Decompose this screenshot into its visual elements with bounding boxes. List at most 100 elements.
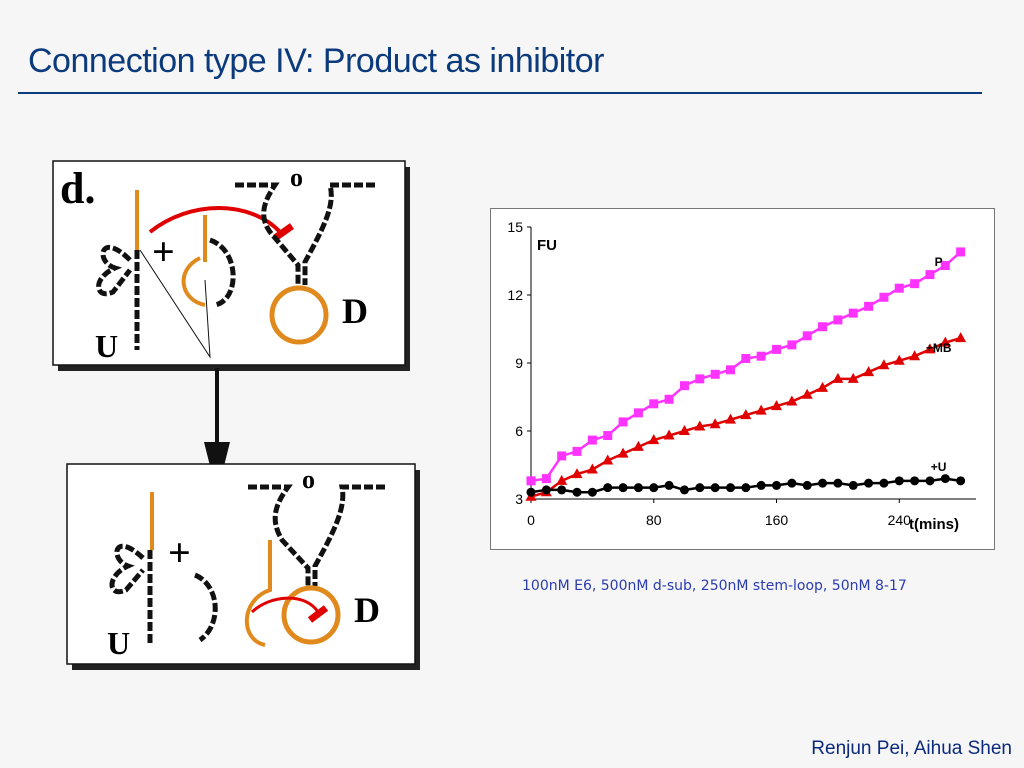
data-point (756, 351, 766, 361)
data-point (909, 350, 921, 361)
title-divider (18, 92, 982, 94)
data-point (725, 365, 735, 375)
data-point (724, 413, 736, 424)
series-label: P (935, 255, 943, 269)
o-label-bottom: o (302, 465, 315, 494)
data-point (679, 485, 689, 495)
data-point (603, 483, 613, 493)
data-point (695, 483, 705, 493)
data-point (802, 331, 812, 341)
u-molecule-bottom (109, 543, 153, 645)
data-point (587, 435, 597, 445)
u-label-bottom: U (107, 625, 130, 661)
data-point (802, 480, 812, 490)
data-point (864, 478, 874, 488)
data-point (678, 425, 690, 435)
data-point (617, 447, 629, 458)
data-point (817, 381, 829, 392)
series-label: +U (931, 460, 947, 474)
data-point (755, 404, 767, 415)
pointer-lines (139, 249, 211, 359)
data-point (772, 480, 782, 490)
data-point (925, 270, 935, 280)
d-label-bottom: D (354, 590, 380, 630)
data-point (679, 381, 689, 391)
data-point (648, 434, 660, 445)
slide-title: Connection type IV: Product as inhibitor (28, 42, 604, 80)
chart-axes (530, 227, 976, 500)
data-point (526, 487, 536, 497)
y-tick-label: 3 (515, 491, 523, 507)
data-point (618, 417, 628, 427)
x-tick-label: 160 (765, 512, 789, 528)
data-point (557, 485, 567, 495)
data-point (864, 301, 874, 311)
x-tick-label: 240 (888, 512, 912, 528)
x-tick-label: 80 (646, 512, 662, 528)
u-label-top: U (95, 328, 118, 364)
y-tick-label: 15 (507, 219, 523, 235)
authors: Renjun Pei, Aihua Shen (811, 738, 1012, 759)
data-point (633, 483, 643, 493)
d-ring-bottom (281, 585, 341, 645)
u-molecule-top (96, 244, 140, 350)
data-point (664, 394, 674, 404)
data-point (956, 476, 966, 486)
cleavage-site-bottom (307, 605, 329, 623)
data-point (649, 399, 659, 409)
data-point (756, 480, 766, 490)
data-point (833, 315, 843, 325)
y-tick-label: 9 (515, 355, 523, 371)
data-point (832, 372, 844, 383)
data-point (879, 478, 889, 488)
data-point (879, 292, 889, 302)
data-point (694, 420, 706, 431)
data-point (848, 480, 858, 490)
data-point (557, 451, 567, 461)
inhibitor-loop-top (181, 256, 206, 307)
data-point (925, 476, 935, 486)
data-point (894, 476, 904, 486)
data-point (602, 454, 614, 465)
panel-label: d. (60, 164, 95, 213)
data-point (556, 474, 568, 485)
d-molecule-bottom (248, 484, 385, 588)
data-point (910, 279, 920, 289)
stem-loop-top (208, 237, 236, 308)
o-label-top: o (290, 163, 303, 192)
data-point (956, 247, 966, 257)
chart-caption: 100nM E6, 500nM d-sub, 250nM stem-loop, … (522, 578, 907, 594)
data-point (618, 483, 628, 493)
data-point (878, 359, 890, 370)
inhibitor-strand-bottom (244, 540, 272, 647)
data-point (801, 388, 813, 399)
data-point (725, 483, 735, 493)
plus-bottom: + (168, 530, 191, 575)
stem-loop-bottom (193, 572, 218, 643)
data-point (632, 440, 644, 451)
chart-series: P+MB+U (525, 247, 967, 501)
data-point (663, 429, 675, 440)
data-point (740, 409, 752, 420)
x-axis-label: t(mins) (909, 516, 959, 533)
x-tick-label: 0 (527, 512, 535, 528)
data-point (572, 487, 582, 497)
y-axis-label: FU (537, 237, 557, 254)
d-ring-top (269, 285, 329, 345)
data-point (709, 418, 721, 429)
data-point (772, 344, 782, 354)
y-tick-label: 6 (515, 423, 523, 439)
data-point (541, 474, 551, 484)
d-molecule-top (235, 182, 375, 285)
data-point (893, 354, 905, 365)
data-point (710, 369, 720, 379)
data-point (863, 366, 875, 377)
data-point (787, 478, 797, 488)
data-point (786, 395, 798, 406)
data-point (848, 308, 858, 318)
data-point (526, 476, 536, 486)
data-point (571, 468, 583, 479)
